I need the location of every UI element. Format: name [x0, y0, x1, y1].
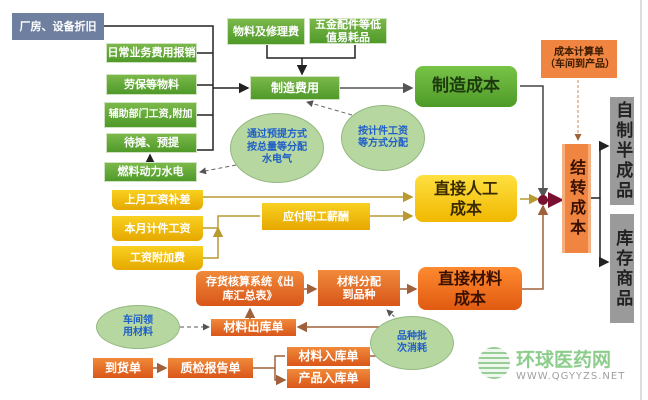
product-receipt-box: 产品入库单 — [287, 369, 370, 388]
carry-forward-box: 结转成本 — [562, 144, 591, 253]
wage-surcharge-box: 工资附加费 — [112, 246, 203, 270]
manufacturing-cost-box: 制造成本 — [415, 66, 517, 107]
qc-report-box: 质检报告单 — [168, 358, 253, 378]
utilities-allocation-note: 通过预提方式按总量等分配水电气 — [230, 113, 324, 183]
payable-salaries-box: 应付职工薪酬 — [262, 203, 370, 230]
labor-protection-box: 劳保等物料 — [106, 74, 197, 95]
semi-finished-box: 自制半成品 — [610, 97, 634, 205]
direct-labor-cost-box: 直接人工成本 — [415, 175, 517, 222]
material-allocation-box: 材料分配到品种 — [318, 270, 400, 306]
globe-logo-icon — [478, 347, 510, 379]
workshop-materials-note: 车间领用材料 — [96, 305, 180, 349]
daily-expense-box: 日常业务费用报销 — [106, 43, 197, 63]
inventory-system-box: 存货核算系统《出库汇总表》 — [196, 271, 304, 306]
prepaid-accrued-box: 待摊、预提 — [106, 133, 197, 153]
costing-sheet-box: 成本计算单（车间到产品） — [541, 40, 617, 78]
arrival-slip-box: 到货单 — [93, 358, 153, 378]
manufacturing-overhead-box: 制造费用 — [250, 76, 340, 100]
materials-repair-box: 物料及修理费 — [227, 18, 305, 45]
depreciation-box: 厂房、设备折旧 — [12, 13, 104, 40]
junction-dot — [538, 195, 548, 205]
aux-dept-wages-box: 辅助部门工资,附加 — [104, 102, 197, 128]
material-issue-slip-box: 材料出库单 — [211, 319, 296, 336]
inventory-goods-box: 库存商品 — [610, 214, 634, 323]
piece-wages-box: 本月计件工资 — [112, 216, 203, 241]
watermark-url: WWW.QGYYZS.NET — [516, 371, 626, 382]
batch-consumption-note: 品种批次消耗 — [370, 316, 454, 370]
hardware-box: 五金配件等低值易耗品 — [309, 18, 387, 44]
watermark-name: 环球医药网 — [516, 349, 612, 371]
material-receipt-box: 材料入库单 — [287, 347, 370, 366]
direct-material-cost-box: 直接材料成本 — [418, 267, 522, 310]
watermark: 环球医药网 WWW.QGYYZS.NET — [478, 345, 638, 390]
piece-wage-allocation-note: 按计件工资等方式分配 — [341, 105, 425, 171]
fuel-power-box: 燃料动力水电 — [104, 162, 197, 182]
last-month-diff-box: 上月工资补差 — [112, 190, 203, 210]
